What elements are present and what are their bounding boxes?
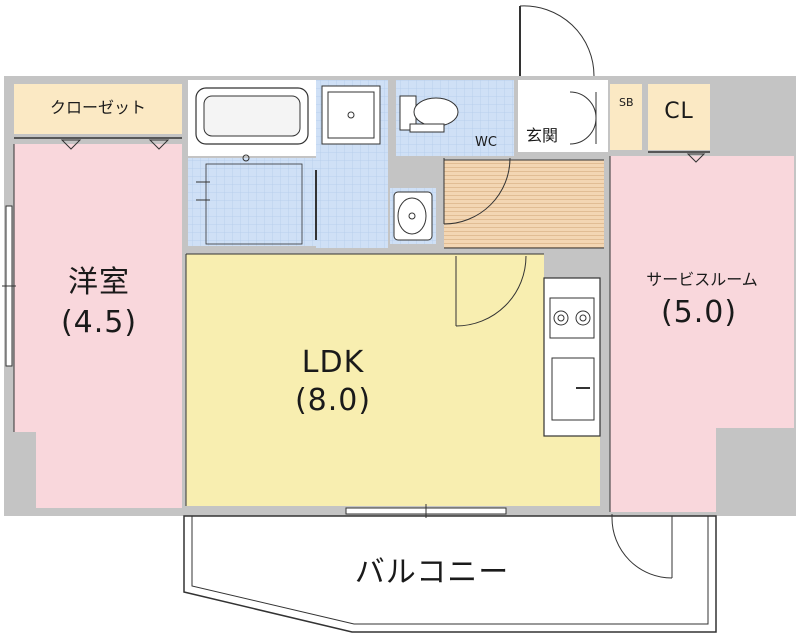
western-room-name: 洋室 xyxy=(68,265,130,300)
entrance-label: 玄関 xyxy=(525,126,558,145)
western-room-area xyxy=(14,144,182,508)
ldk-size: (8.0) xyxy=(294,383,372,418)
wc-label: WC xyxy=(475,135,497,150)
ldk-balcony-window xyxy=(345,504,507,518)
washbasin xyxy=(390,188,436,244)
cl-area xyxy=(648,84,710,150)
service-room-name: サービスルーム xyxy=(646,270,758,289)
entrance-door xyxy=(519,5,595,77)
ldk-name: LDK xyxy=(301,345,365,380)
wc-door xyxy=(443,157,511,225)
service-room-door xyxy=(611,514,673,579)
western-room-size: (4.5) xyxy=(60,305,138,340)
wc-area xyxy=(396,80,514,156)
ldk-door xyxy=(455,255,527,327)
balcony-label: バルコニー xyxy=(354,555,510,590)
sb-area xyxy=(610,84,642,150)
closet-label: クローゼット xyxy=(49,98,146,117)
service-room-size: (5.0) xyxy=(660,295,738,330)
ldk-area xyxy=(186,254,600,506)
closet-area xyxy=(14,84,182,150)
sb-label: SB xyxy=(619,96,634,109)
service-room-area xyxy=(610,156,794,512)
bathroom-area xyxy=(188,80,388,248)
cl-label: CL xyxy=(664,99,694,124)
balcony-area xyxy=(183,515,717,633)
kitchen-counter xyxy=(543,277,601,437)
entrance-area xyxy=(444,80,608,249)
